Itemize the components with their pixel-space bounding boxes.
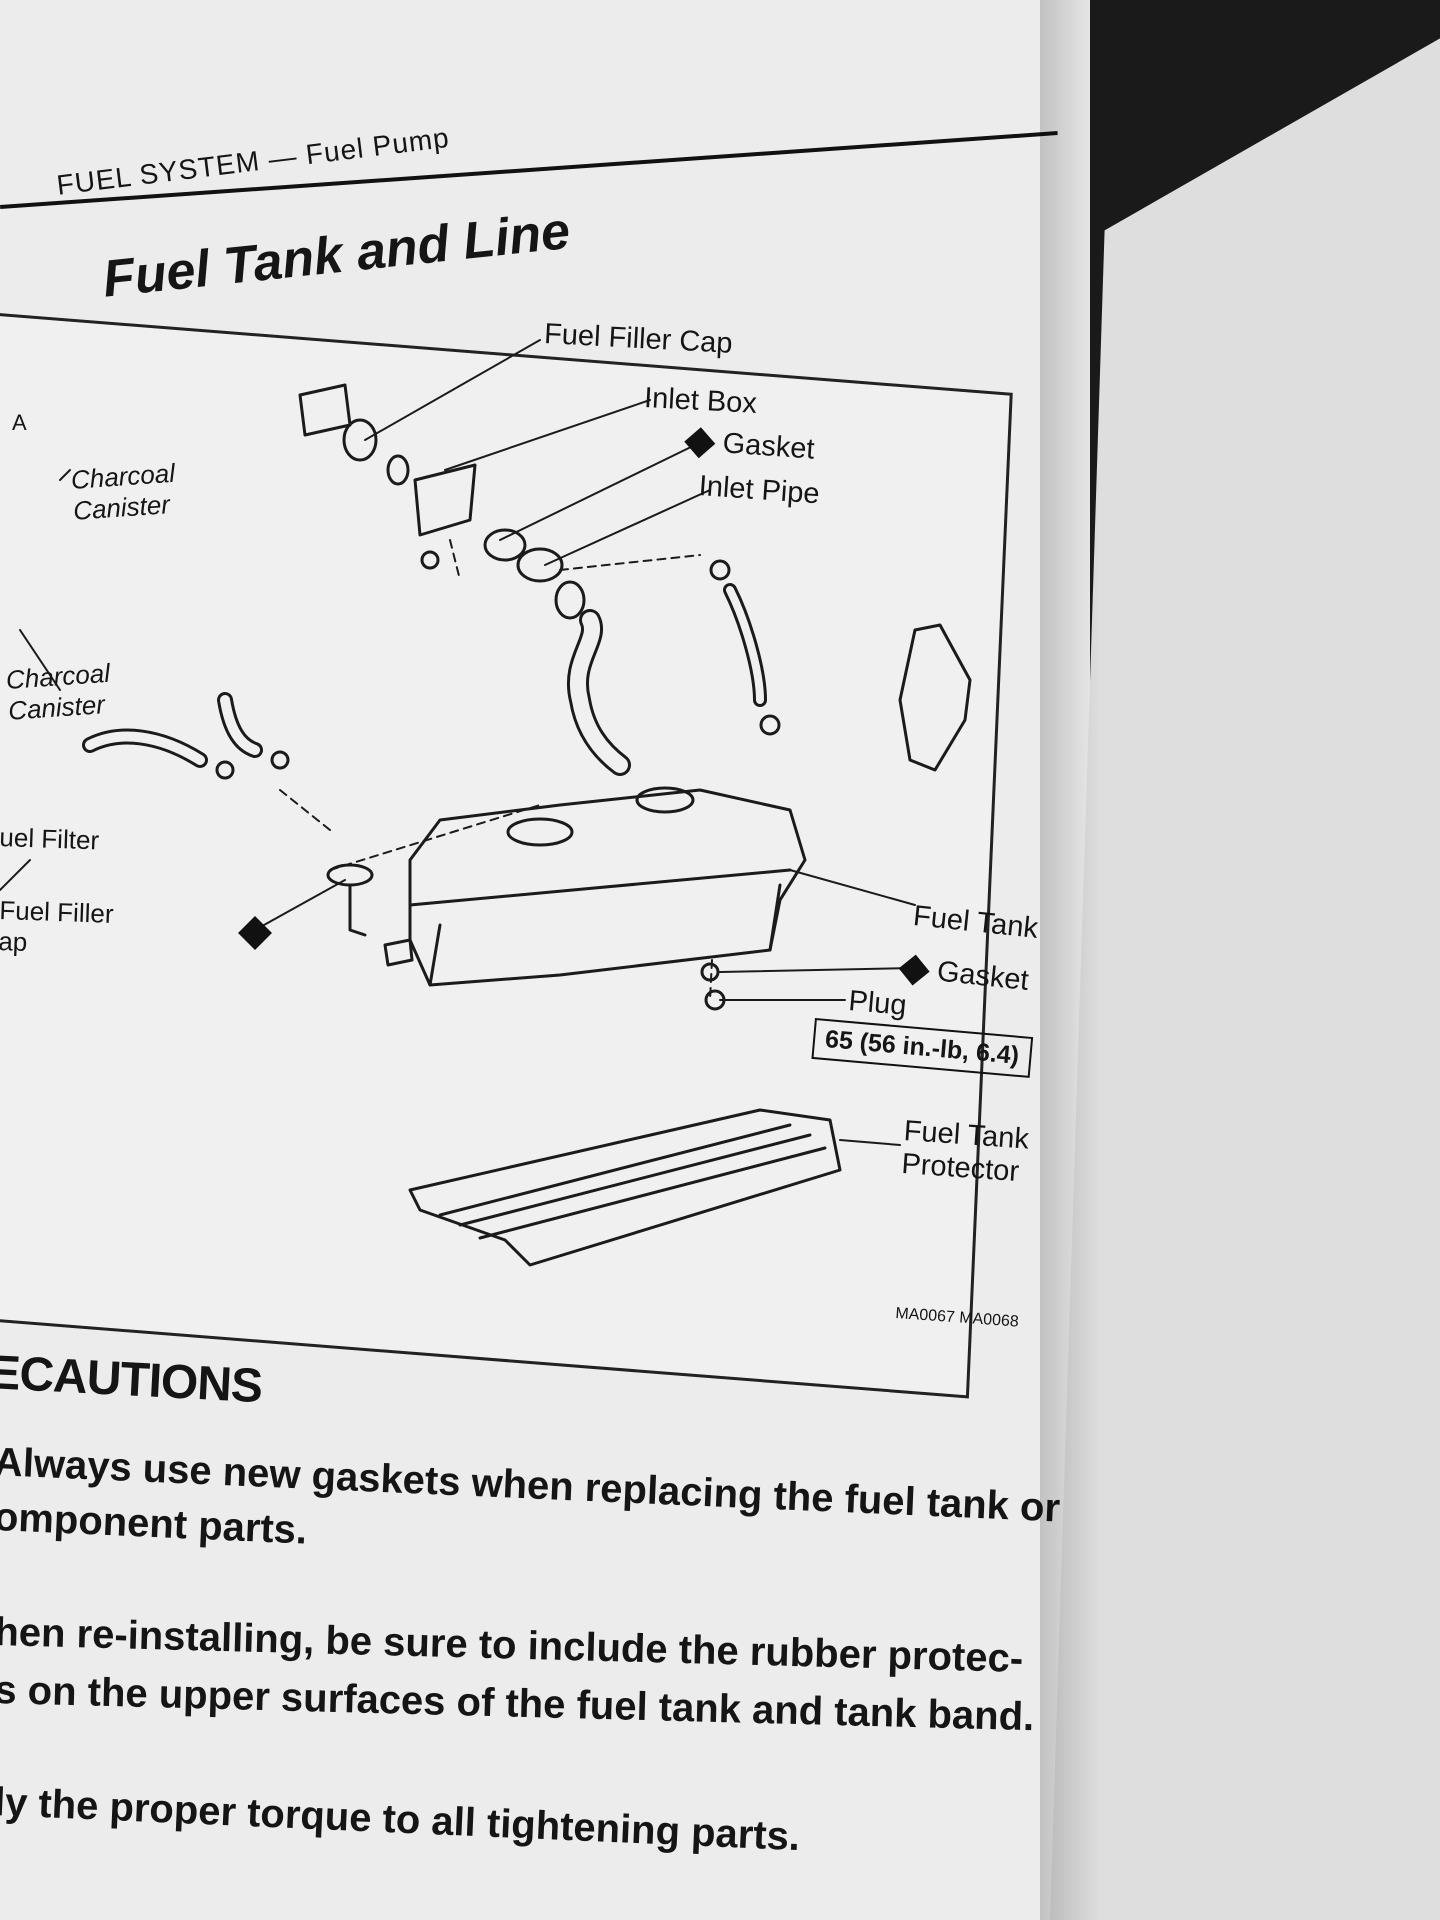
label-charcoal-canister-2: Charcoal Canister xyxy=(5,657,111,726)
label-plug: Plug xyxy=(847,985,908,1022)
label-fuel-filter: uel Filter xyxy=(0,822,100,856)
page-gutter-shadow xyxy=(1040,0,1100,1920)
label-charcoal-canister-1: Charcoal Canister xyxy=(70,457,176,526)
diamond-icon xyxy=(684,427,716,459)
label-fuel-tank-protector: Fuel Tank Protector xyxy=(900,1115,1030,1189)
frame-corner-label: A xyxy=(12,410,27,435)
label-inlet-box: Inlet Box xyxy=(643,382,758,420)
manual-page-right xyxy=(1050,38,1440,1920)
diamond-icon xyxy=(898,954,930,986)
label-fuel-filler-cap-left: Fuel Filler ap xyxy=(0,895,115,957)
fuel-tank-exploded-diagram xyxy=(0,339,972,1267)
manual-page-left: FUEL SYSTEM — Fuel Pump Fuel Tank and Li… xyxy=(0,0,1090,1920)
